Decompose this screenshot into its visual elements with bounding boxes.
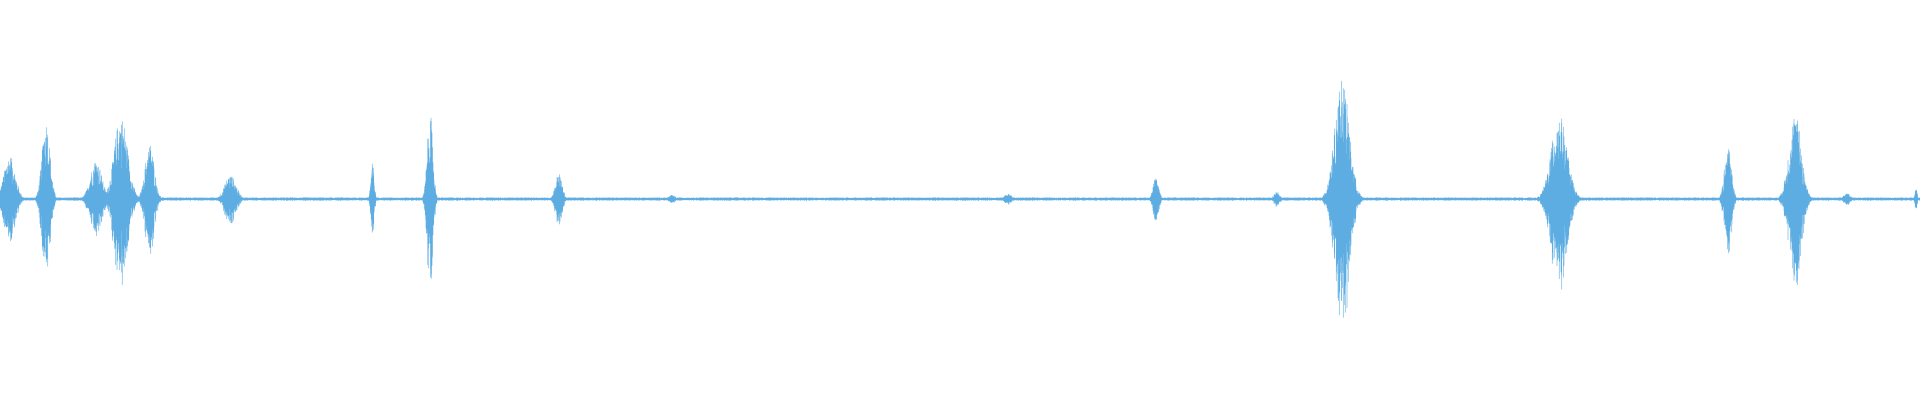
waveform-path <box>0 80 1920 318</box>
